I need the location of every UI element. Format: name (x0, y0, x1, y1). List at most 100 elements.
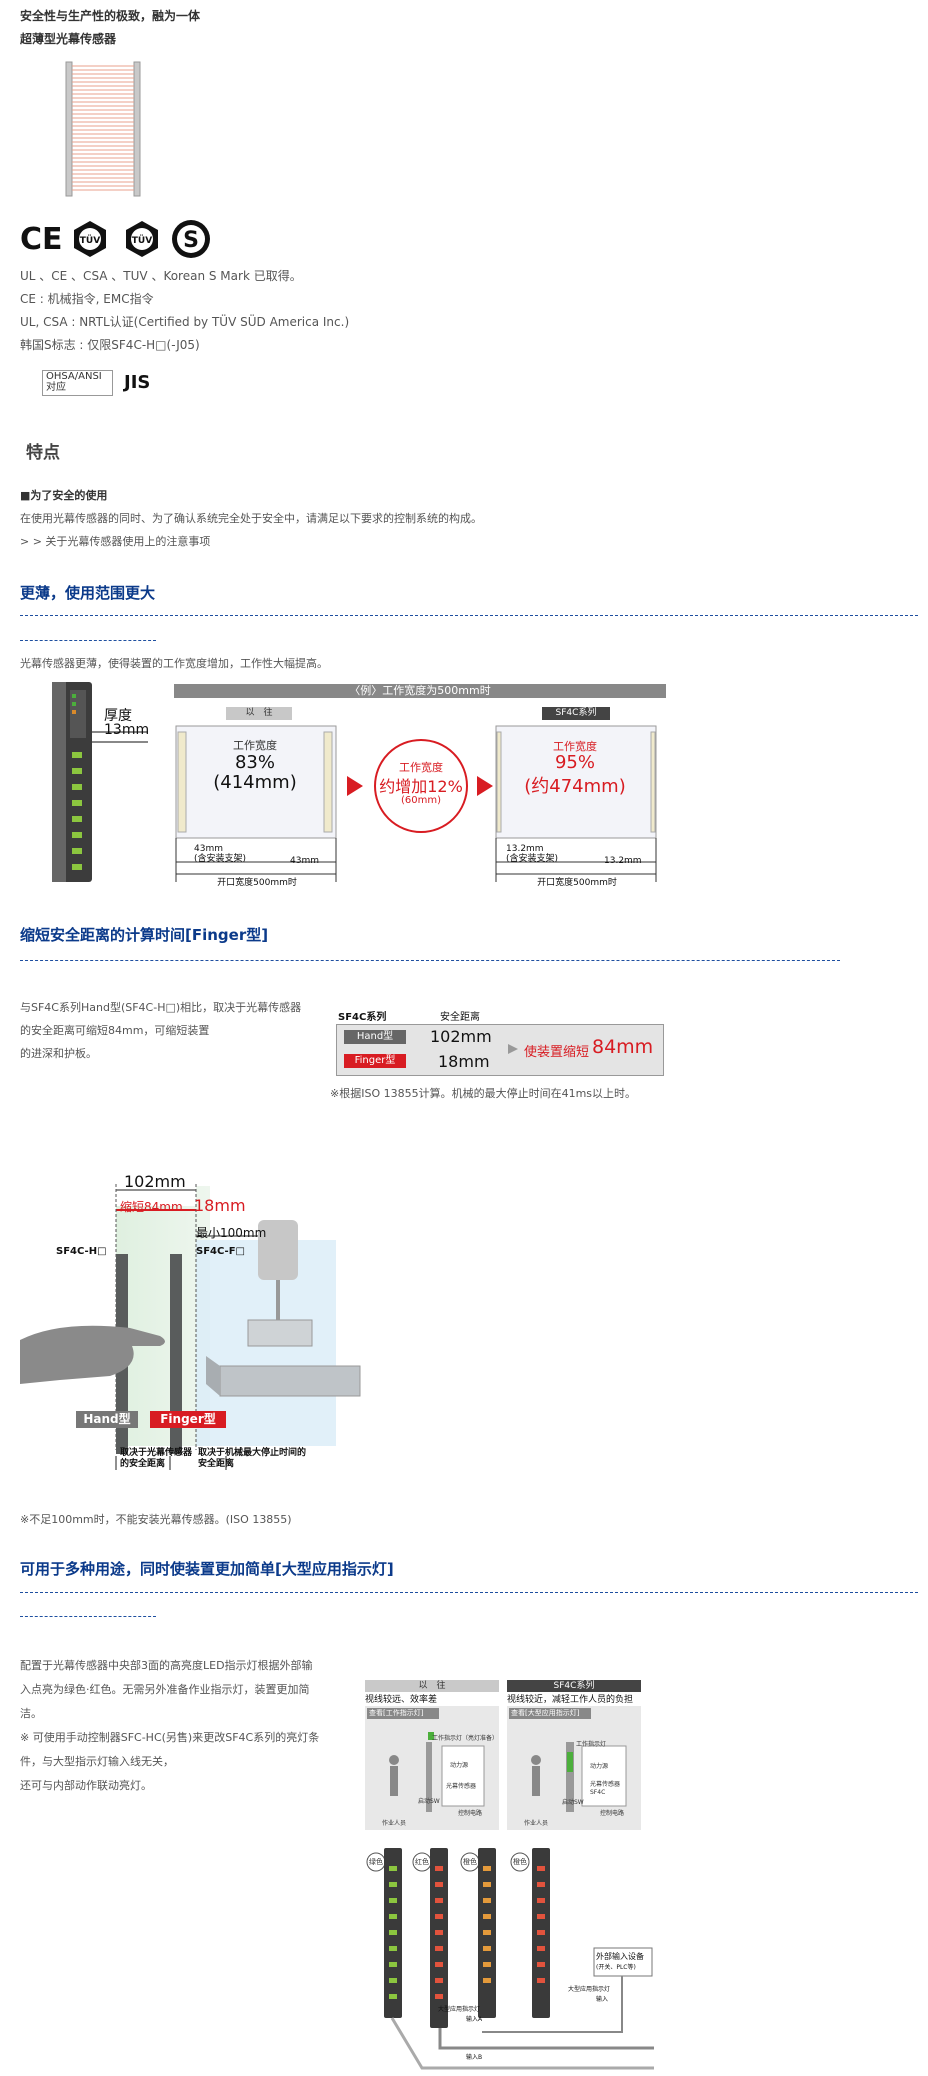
iso-note: ※根据ISO 13855计算。机械的最大停止时间在41ms以上时。 (330, 1087, 637, 1100)
s3-old-sub: 视线较远、效率差 (365, 1695, 438, 1705)
section-divider (20, 1592, 918, 1593)
ext-device: 外部输入设备 (596, 1952, 644, 1961)
led-green-label: 绿色 (369, 1858, 383, 1866)
fig-note-left: 取决于光幕传感器的安全距离 (120, 1448, 193, 1469)
old-left-mm: 43mm(含安装支架) (194, 844, 247, 864)
fig-102: 102mm (124, 1172, 186, 1191)
s3-new-tag: 查看[大型应用指示灯] (509, 1708, 591, 1719)
section3-text: 入点亮为绿色·红色。无需另外准备作业指示灯，装置更加简 (20, 1683, 310, 1696)
increase-title: 工作宽度 (399, 761, 443, 774)
cert-line: CE : 机械指令, EMC指令 (20, 292, 154, 306)
s3-new-lamp: 工作指示灯 (576, 1741, 607, 1748)
s3-old-lamp: 工作指示灯（亮灯准备） (432, 1735, 499, 1742)
increase-graphic (347, 739, 493, 833)
old-bottom-label: 开口宽度500mm时 (217, 878, 297, 888)
section3-heading: 可用于多种用途，同时使装置更加简单[大型应用指示灯] (20, 1560, 394, 1578)
s3-old-illustration (389, 1732, 485, 1812)
s3-old-ctrl: 控制电路 (458, 1810, 483, 1817)
ohsa-badge: OHSA/ANSI 对应 (42, 370, 113, 396)
tagline: 安全性与生产性的极致，融为一体 (20, 9, 201, 23)
led-orange2-label: 橙色 (513, 1858, 527, 1866)
increase-mm: (60mm) (400, 795, 441, 806)
table-series-header: SF4C系列 (338, 1012, 387, 1023)
safe-use-text: 在使用光幕传感器的同时、为了确认系统完全处于安全中，请满足以下要求的控制系统的构… (20, 512, 482, 525)
features-title: 特点 (26, 443, 60, 463)
input-a-label: 输入A (466, 2016, 483, 2023)
s3-new-illustration (531, 1742, 627, 1812)
s3-new-sensor: 光幕传感器 SF4C (590, 1781, 621, 1796)
new-width-mm: (约474mm) (524, 776, 626, 797)
led-indicator-illustration (366, 1848, 654, 2070)
s3-new-sub: 视线较近，减轻工作人员的负担 (507, 1695, 634, 1705)
led-red-label: 红色 (415, 1858, 429, 1866)
new-frame-diagram (495, 725, 657, 882)
s3-old-label: 以 往 (365, 1680, 499, 1692)
s3-new-label: SF4C系列 (507, 1680, 641, 1692)
thickness-label: 厚度 (104, 708, 132, 724)
table-distance-header: 安全距离 (440, 1012, 480, 1023)
new-width-title: 工作宽度 (553, 740, 597, 753)
jis-mark: JIS (124, 372, 151, 393)
section-divider (20, 1616, 156, 1617)
old-label: 以 往 (226, 707, 292, 720)
section2-text: 与SF4C系列Hand型(SF4C-H□)相比，取决于光幕传感器 (20, 1001, 302, 1014)
tuv-text: TÜV (80, 235, 100, 246)
section3-text: 洁。 (20, 1707, 42, 1720)
s3-old-worker: 作业人员 (382, 1820, 407, 1827)
ext-sub: (开关、PLC等) (596, 1964, 636, 1971)
shorten-value: 84mm (592, 1036, 654, 1058)
cert-line: UL, CSA : NRTL认证(Certified by TÜV SÜD Am… (20, 315, 350, 329)
section2-heading: 缩短安全距离的计算时间[Finger型] (20, 926, 269, 944)
lamp-label: 大型应用指示灯 (438, 2006, 481, 2013)
s3-new-ctrl: 控制电路 (600, 1810, 625, 1817)
korean-s-mark-icon: S (172, 220, 210, 258)
safe-use-link[interactable]: > > 关于光幕传感器使用上的注意事项 (20, 535, 211, 548)
shorten-text: 使装置缩短 (524, 1045, 590, 1060)
fig-shorten: 缩短84mm (120, 1200, 183, 1214)
s3-new-start: 启动SW (562, 1799, 584, 1806)
fig-f: SF4C-F□ (196, 1246, 245, 1257)
hand-label: Hand型 (344, 1030, 406, 1044)
cert-line: UL 、CE 、CSA 、TUV 、Korean S Mark 已取得。 (20, 269, 302, 283)
ext-input-label: 输入 (596, 1996, 609, 2003)
width-banner: 〈例〉工作宽度为500mm时 (174, 684, 666, 698)
arrow-right-icon (477, 776, 493, 796)
new-right-mm: 13.2mm (604, 856, 642, 866)
s3-new-power: 动力源 (590, 1763, 609, 1770)
old-right-mm: 43mm (290, 856, 319, 866)
new-left-mm: 13.2mm(含安装支架) (506, 844, 559, 864)
safe-use-title: ■为了安全的使用 (20, 489, 108, 502)
finger-label: Finger型 (344, 1054, 406, 1068)
new-width-pct: 95% (554, 752, 595, 773)
ext-line-label: 大型应用指示灯 (568, 1986, 611, 1993)
section3-text: 件，与大型指示灯输入线无关， (20, 1755, 174, 1768)
svg-text:S: S (183, 228, 199, 253)
fig-note-right: 取决于机械最大停止时间的安全距离 (198, 1448, 307, 1469)
tuv-icon: TÜV (74, 221, 106, 257)
ohsa-line2: 对应 (46, 382, 66, 393)
tuv-text: TÜV (132, 235, 152, 246)
new-bottom-label: 开口宽度500mm时 (537, 878, 617, 888)
increase-value: 约增加12% (379, 777, 463, 796)
section3-text: ※ 可使用手动控制器SFC-HC(另售)来更改SF4C系列的亮灯条 (20, 1731, 320, 1744)
tuv-icon: TÜV (126, 221, 158, 257)
safety-distance-figure (20, 1184, 361, 1470)
led-orange-label: 橙色 (463, 1858, 477, 1866)
fig-finger-label: Finger型 (150, 1411, 226, 1428)
s3-old-start: 启动SW (418, 1798, 440, 1805)
s3-old-sensor: 光幕传感器 (446, 1783, 477, 1790)
fig-h: SF4C-H□ (56, 1246, 107, 1257)
hand-value: 102mm (430, 1027, 492, 1046)
input-b-label: 输入B (466, 2054, 483, 2061)
old-frame-diagram (175, 725, 337, 882)
product-name: 超薄型光幕传感器 (20, 32, 117, 46)
s3-new-worker: 作业人员 (524, 1820, 549, 1827)
fig-min: 最小100mm (196, 1226, 267, 1240)
s3-old-tag: 查看[工作指示灯] (367, 1708, 439, 1719)
section2-footnote: ※不足100mm时，不能安装光幕传感器。(ISO 13855) (20, 1513, 292, 1526)
sensor-thickness-illustration (52, 682, 148, 882)
section-divider (20, 615, 918, 616)
cert-line: 韩国S标志 : 仅限SF4C-H□(-J05) (20, 338, 200, 352)
old-width-mm: (414mm) (213, 772, 297, 793)
s3-old-power: 动力源 (450, 1762, 469, 1769)
